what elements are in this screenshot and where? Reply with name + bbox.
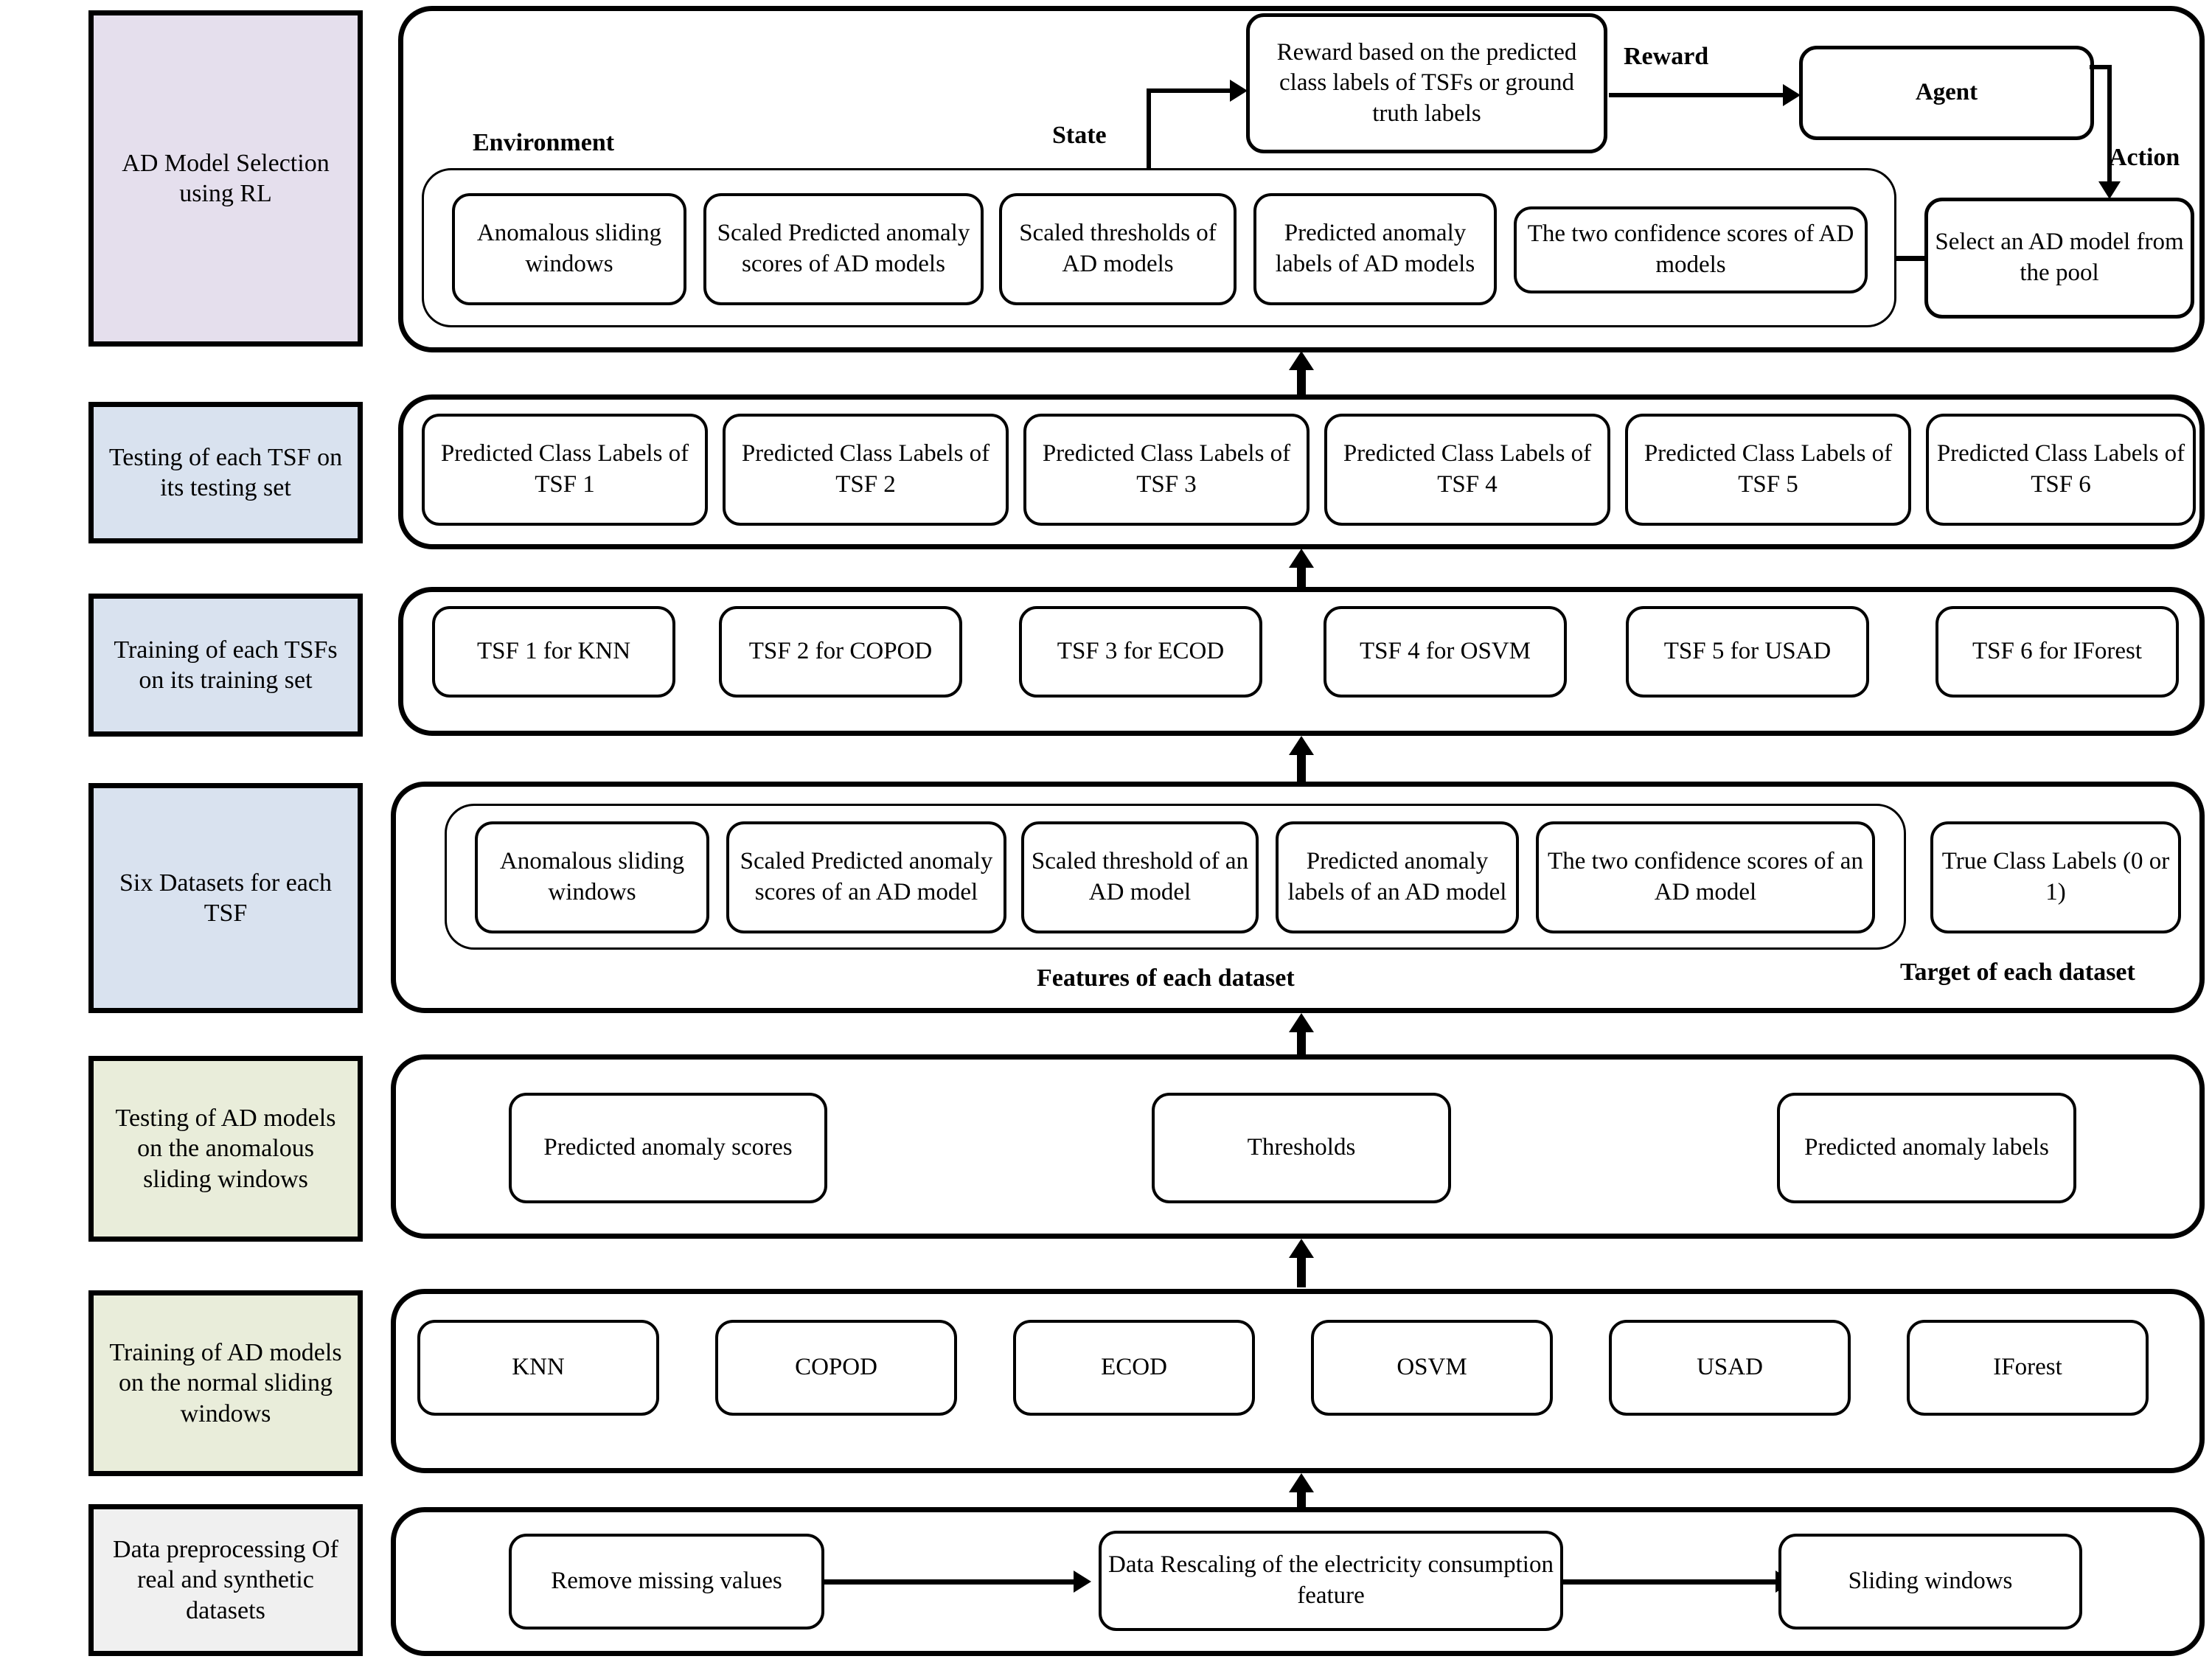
env-item-predicted-labels: Predicted anomaly labels of AD models xyxy=(1253,193,1497,305)
testing-ad-item-thresholds: Thresholds xyxy=(1152,1093,1451,1203)
stage-label-preprocessing: Data preprocessing Of real and synthetic… xyxy=(88,1504,363,1656)
testing-tsf-item-5: Predicted Class Labels of TSF 5 xyxy=(1625,414,1911,526)
preprocessing-arrow-1-line xyxy=(824,1579,1077,1585)
preprocessing-arrow-2-line xyxy=(1563,1579,1778,1585)
training-ad-item-usad: USAD xyxy=(1609,1320,1851,1416)
stage-label-testing-tsf: Testing of each TSF on its testing set xyxy=(88,402,363,543)
training-tsf-item-1: TSF 1 for KNN xyxy=(432,606,675,698)
reward-definition-box: Reward based on the predicted class labe… xyxy=(1246,13,1607,153)
dataset-feature-confidence-scores: The two confidence scores of an AD model xyxy=(1536,821,1875,933)
arrow-row5-to-row4-head xyxy=(1289,1013,1314,1032)
testing-tsf-item-3: Predicted Class Labels of TSF 3 xyxy=(1023,414,1310,526)
stage-label-testing-ad: Testing of AD models on the anomalous sl… xyxy=(88,1056,363,1242)
stage-label-training-tsf: Training of each TSFs on its training se… xyxy=(88,594,363,737)
stage-label-training-ad: Training of AD models on the normal slid… xyxy=(88,1290,363,1476)
training-tsf-item-6: TSF 6 for IForest xyxy=(1935,606,2179,698)
action-to-env-line xyxy=(1888,256,1926,261)
action-arrowhead xyxy=(2098,181,2121,199)
arrow-row7-to-row6-head xyxy=(1289,1473,1314,1492)
state-caption: State xyxy=(1052,122,1107,149)
env-item-confidence-scores: The two confidence scores of AD models xyxy=(1514,206,1868,293)
env-item-scaled-thresholds: Scaled thresholds of AD models xyxy=(999,193,1237,305)
arrow-row6-to-row5-shaft xyxy=(1297,1255,1306,1287)
dataset-feature-predicted-labels: Predicted anomaly labels of an AD model xyxy=(1276,821,1519,933)
dataset-target-true-labels: True Class Labels (0 or 1) xyxy=(1930,821,2181,933)
action-arrow-horizontal xyxy=(2090,65,2112,69)
training-tsf-item-3: TSF 3 for ECOD xyxy=(1019,606,1262,698)
stage-label-rl: AD Model Selection using RL xyxy=(88,10,363,347)
reward-arrow-line xyxy=(1609,93,1786,97)
testing-tsf-item-2: Predicted Class Labels of TSF 2 xyxy=(723,414,1009,526)
env-item-anomalous-windows: Anomalous sliding windows xyxy=(452,193,686,305)
training-ad-item-osvm: OSVM xyxy=(1311,1320,1553,1416)
dataset-feature-scaled-scores: Scaled Predicted anomaly scores of an AD… xyxy=(726,821,1006,933)
testing-tsf-item-1: Predicted Class Labels of TSF 1 xyxy=(422,414,708,526)
arrow-row5-to-row4-shaft xyxy=(1297,1029,1306,1062)
arrow-row3-to-row2-head xyxy=(1289,549,1314,568)
arrow-row2-to-rl-head xyxy=(1289,351,1314,370)
environment-caption: Environment xyxy=(473,129,615,156)
env-item-scaled-scores: Scaled Predicted anomaly scores of AD mo… xyxy=(703,193,984,305)
arrow-row4-to-row3-shaft xyxy=(1297,752,1306,785)
reward-arrowhead xyxy=(1783,84,1801,106)
preprocessing-item-sliding-windows: Sliding windows xyxy=(1778,1534,2082,1630)
stage-label-six-datasets: Six Datasets for each TSF xyxy=(88,783,363,1013)
arrow-row6-to-row5-head xyxy=(1289,1239,1314,1258)
testing-ad-item-predicted-scores: Predicted anomaly scores xyxy=(509,1093,827,1203)
testing-tsf-item-4: Predicted Class Labels of TSF 4 xyxy=(1324,414,1610,526)
training-ad-item-knn: KNN xyxy=(417,1320,659,1416)
training-ad-item-ecod: ECOD xyxy=(1013,1320,1255,1416)
dataset-feature-anomalous-windows: Anomalous sliding windows xyxy=(475,821,709,933)
preprocessing-arrow-1-head xyxy=(1074,1571,1091,1593)
arrow-row4-to-row3-head xyxy=(1289,736,1314,755)
testing-tsf-item-6: Predicted Class Labels of TSF 6 xyxy=(1926,414,2196,526)
dataset-feature-scaled-threshold: Scaled threshold of an AD model xyxy=(1021,821,1259,933)
select-ad-model-box: Select an AD model from the pool xyxy=(1924,198,2194,319)
training-tsf-item-4: TSF 4 for OSVM xyxy=(1324,606,1567,698)
features-caption: Features of each dataset xyxy=(1037,964,1295,992)
training-tsf-item-5: TSF 5 for USAD xyxy=(1626,606,1869,698)
training-ad-row-container xyxy=(391,1289,2205,1473)
training-tsf-row-container xyxy=(398,587,2205,736)
action-caption: Action xyxy=(2109,144,2180,171)
preprocessing-item-remove-missing: Remove missing values xyxy=(509,1534,824,1630)
state-arrow-horizontal xyxy=(1147,88,1234,93)
preprocessing-item-data-rescaling: Data Rescaling of the electricity consum… xyxy=(1099,1531,1563,1631)
state-arrow-vertical xyxy=(1147,88,1151,175)
state-arrowhead xyxy=(1230,80,1248,102)
agent-box: Agent xyxy=(1799,46,2094,140)
training-ad-item-iforest: IForest xyxy=(1907,1320,2149,1416)
action-arrow-vertical xyxy=(2107,65,2112,184)
training-tsf-item-2: TSF 2 for COPOD xyxy=(719,606,962,698)
reward-caption: Reward xyxy=(1624,43,1709,70)
testing-ad-item-predicted-labels: Predicted anomaly labels xyxy=(1777,1093,2076,1203)
target-caption: Target of each dataset xyxy=(1900,959,2135,986)
training-ad-item-copod: COPOD xyxy=(715,1320,957,1416)
